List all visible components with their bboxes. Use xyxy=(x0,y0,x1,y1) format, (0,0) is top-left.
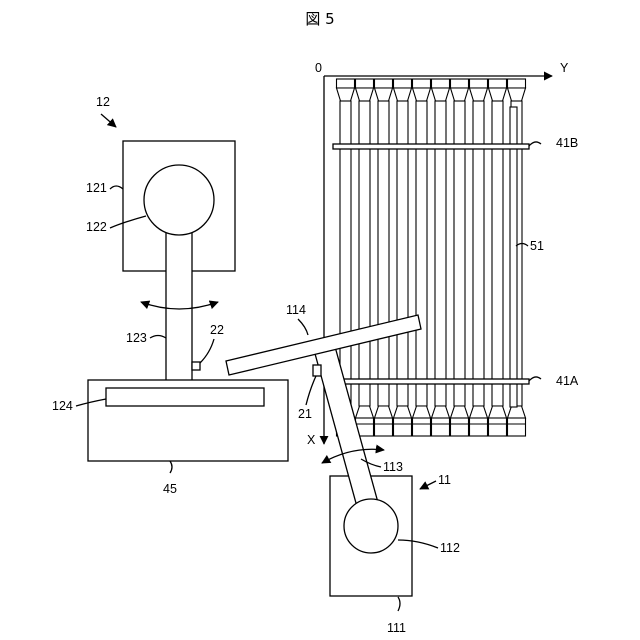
robot-12-arm-123 xyxy=(166,220,192,392)
leader-45 xyxy=(170,461,172,473)
sensor-21 xyxy=(313,365,321,376)
label-12: 12 xyxy=(96,95,110,109)
x-axis-label: X xyxy=(307,433,316,447)
robot-11-joint-112 xyxy=(344,499,398,553)
label-124: 124 xyxy=(52,399,73,413)
leader-41b xyxy=(529,142,541,146)
leader-22 xyxy=(200,339,214,363)
label-41b: 41B xyxy=(556,136,578,150)
robot-12-joint-122 xyxy=(144,165,214,235)
label-11: 11 xyxy=(438,473,451,487)
leader-41a xyxy=(529,377,541,381)
label-111: 111 xyxy=(387,621,406,635)
leader-111 xyxy=(398,597,400,611)
label-122: 122 xyxy=(86,220,107,234)
leader-123 xyxy=(150,336,166,339)
label-21: 21 xyxy=(298,407,312,421)
label-51: 51 xyxy=(530,239,544,253)
robot-12-hand-124 xyxy=(106,388,264,406)
label-41a: 41A xyxy=(556,374,579,388)
sensor-22 xyxy=(192,362,200,370)
label-112: 112 xyxy=(440,541,460,555)
label-22: 22 xyxy=(210,323,224,337)
leader-11 xyxy=(420,481,436,489)
label-121: 121 xyxy=(86,181,107,195)
leader-12 xyxy=(101,114,116,127)
label-114: 114 xyxy=(286,303,306,317)
label-123: 123 xyxy=(126,331,147,345)
figure-title: 図 5 xyxy=(305,10,334,28)
row-bar-41a xyxy=(333,379,529,384)
origin-label: 0 xyxy=(315,61,322,75)
robot-12 xyxy=(88,141,288,461)
rack-back-plate xyxy=(510,107,517,407)
label-113: 113 xyxy=(383,460,403,474)
y-axis-label: Y xyxy=(560,61,569,75)
leader-114 xyxy=(298,319,308,335)
leader-21 xyxy=(306,376,316,405)
label-45: 45 xyxy=(163,482,177,496)
row-bar-41b xyxy=(333,144,529,149)
leader-121 xyxy=(110,186,123,189)
